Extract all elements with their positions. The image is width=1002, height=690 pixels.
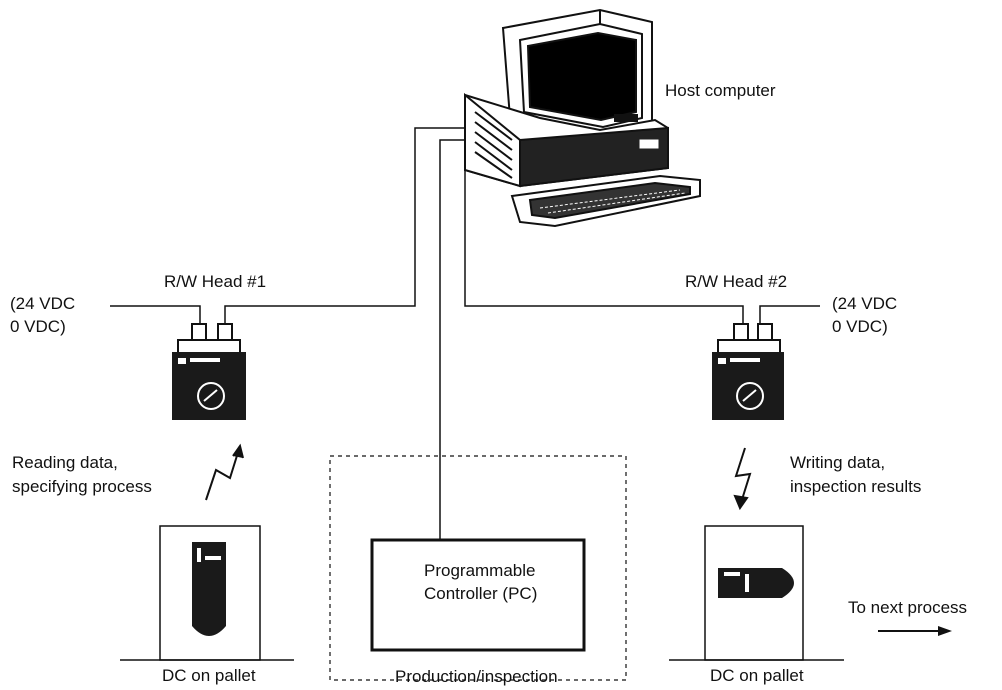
data-carrier-left-icon (192, 542, 226, 636)
pallet-right (669, 525, 844, 661)
pallet-left (120, 525, 294, 661)
writing-label-line-1: Writing data, (790, 453, 886, 472)
dc-left-label: DC on pallet (162, 666, 256, 685)
pc-label-line-1: Programmable (424, 561, 536, 580)
production-area (329, 455, 627, 681)
rw-head-1-label: R/W Head #1 (164, 272, 267, 291)
host-computer-icon (464, 8, 701, 228)
rw-head-1-icon (172, 323, 246, 420)
pc-box (370, 538, 586, 652)
next-process-label: To next process (848, 598, 968, 617)
reading-label-line-1: Reading data, (12, 453, 118, 472)
radio-signal-icon-left (205, 443, 244, 501)
production-label: Production/inspection (395, 667, 558, 686)
arrow-icon (878, 626, 952, 636)
rw-head-2-icon (712, 323, 784, 420)
connection-lines (110, 127, 820, 540)
power-left-line-1: (24 VDC (10, 294, 76, 313)
power-left-line-2: 0 VDC) (10, 317, 66, 336)
pc-label-line-2: Controller (PC) (424, 584, 538, 603)
writing-label-line-2: inspection results (790, 477, 922, 496)
power-right-line-1: (24 VDC (832, 294, 898, 313)
radio-signal-icon-right (733, 447, 752, 511)
reading-label-line-2: specifying process (12, 477, 152, 496)
host-computer-label: Host computer (665, 81, 776, 100)
dc-right-label: DC on pallet (710, 666, 804, 685)
rw-head-2-label: R/W Head #2 (685, 272, 788, 291)
power-right-line-2: 0 VDC) (832, 317, 888, 336)
